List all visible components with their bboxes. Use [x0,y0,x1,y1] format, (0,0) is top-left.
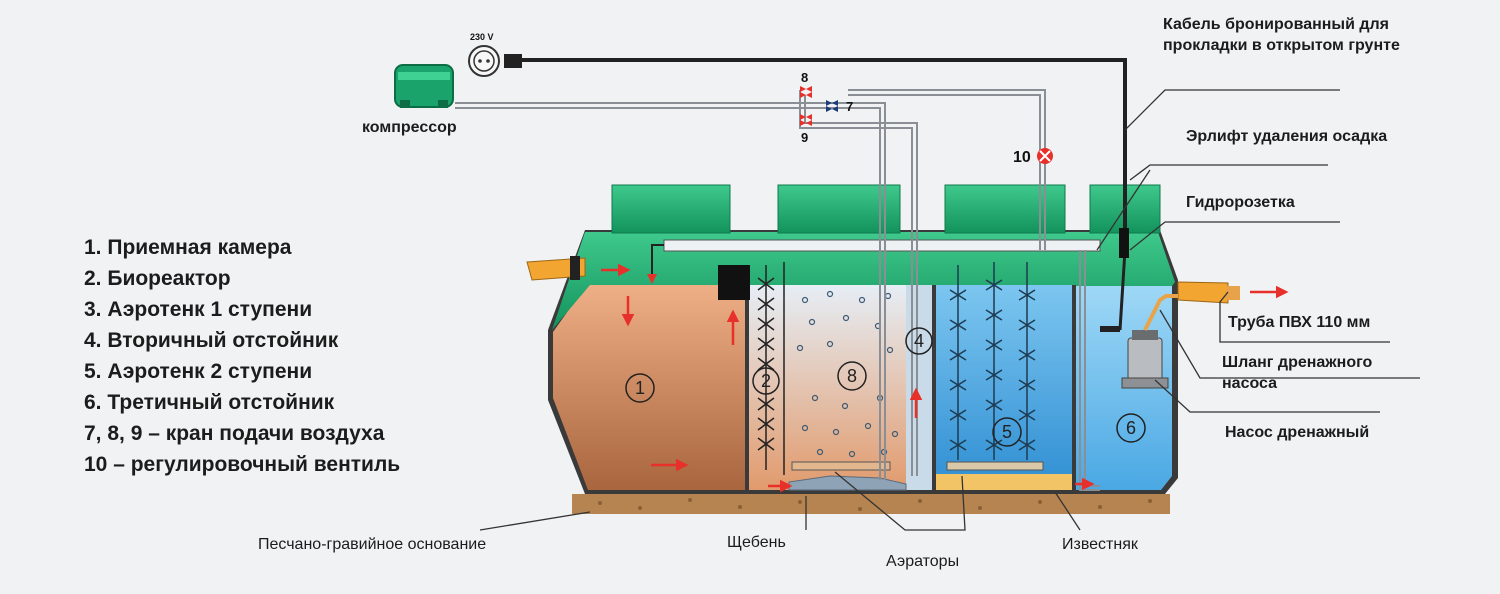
distribution-pipe [663,239,1101,252]
outlet-pipe-ribs [1226,286,1240,300]
cable-label: Кабель бронированный для прокладки в отк… [1163,16,1400,54]
air-pipes [455,89,1100,491]
drain-pump-label: Насос дренажный [1225,424,1370,441]
sand-base-label: Песчано-гравийное основание [258,536,487,553]
power-socket [468,45,522,77]
lid-2 [777,184,901,234]
compressor-label: компрессор [362,119,457,136]
chamber-8-number: 8 [847,366,857,386]
legend-item-5: 5. Аэротенк 2 ступени [84,360,313,383]
legend-item-3: 3. Аэротенк 1 ступени [84,298,313,321]
chamber-3-fill [789,285,906,490]
valve-9-icon [800,114,812,126]
distribution-elbow [647,244,664,284]
valve-10-icon [1037,148,1053,164]
limestone-label: Известняк [1062,536,1138,553]
airlift-box [718,265,750,300]
inlet-pipe-clamp [570,256,580,280]
chamber-number-circles [625,327,1146,447]
drainage-pump [1121,330,1169,389]
chamber-6-number: 6 [1126,418,1136,438]
legend-item-2: 2. Биореактор [84,267,231,290]
valve-7-icon [826,100,838,112]
chamber-5-number: 5 [1002,422,1012,442]
sand-gravel-base [572,494,1170,514]
chamber-dividers [745,255,1076,494]
power-cable [520,58,1127,250]
compressor [394,64,454,108]
valve-labels: 8 9 7 10 230 V [470,32,1031,166]
hydro-socket-plug [1119,228,1129,258]
airlift-label: Эрлифт удаления осадка [1186,128,1388,145]
bioload-brushes-5 [949,262,1036,460]
legend-item-4: 4. Вторичный отстойник [84,329,339,352]
valve-10-label: 10 [1013,149,1031,166]
lid-3 [944,184,1066,234]
aerator-5 [946,461,1044,471]
valve-8-icon [800,86,812,98]
outlet-pipe [1177,281,1229,304]
valve-9-label: 9 [801,130,808,145]
lid-1 [611,184,731,234]
legend-item-7: 7, 8, 9 – кран подачи воздуха [84,422,385,445]
tank-top [552,232,1175,330]
gravel-label: Щебень [727,534,786,551]
pvc-pipe-label: Труба ПВХ 110 мм [1228,314,1371,331]
valve-8-label: 8 [801,70,808,85]
aerator-3 [791,461,891,471]
chamber-4-fill [906,285,932,490]
chamber-2-number: 2 [761,371,771,391]
drain-hose [1143,294,1178,331]
float-switch [1100,326,1120,332]
legend-item-6: 6. Третичный отстойник [84,391,335,414]
chamber-5-fill [936,285,1072,490]
valve-7-label: 7 [846,99,853,114]
legend-list: 1. Приемная камера 2. Биореактор 3. Аэро… [84,232,400,480]
chamber-1-number: 1 [635,378,645,398]
chamber-1-fill [553,280,745,490]
leader-lines [479,89,1420,531]
aerators-label: Аэраторы [886,553,960,570]
chamber-4-number: 4 [914,331,924,351]
chamber-number-text: 1 2 8 4 5 6 [635,331,1136,442]
power-cable-to-pump [1118,249,1127,331]
ground-texture [598,498,1152,511]
hydro-socket-label: Гидророзетка [1186,194,1295,211]
legend-item-1: 1. Приемная камера [84,236,292,259]
chamber-2-fill [749,285,789,490]
flow-arrows [601,263,1289,493]
drain-hose-label: Шланг дренажного насоса [1222,354,1373,392]
socket-label: 230 V [470,32,494,42]
legend-item-8: 10 – регулировочный вентиль [84,453,401,476]
limestone-fill [936,474,1072,490]
